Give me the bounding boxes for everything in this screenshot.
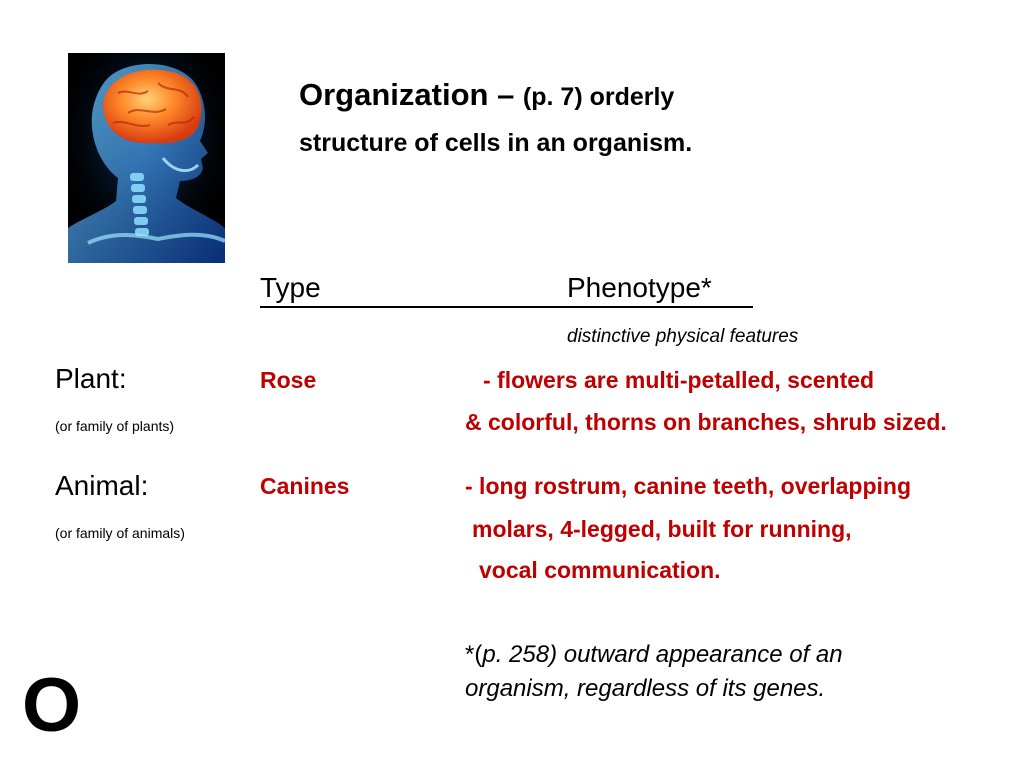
footnote-text-2: organism, regardless of its genes.: [465, 675, 826, 702]
animal-phenotype-line: vocal communication.: [479, 557, 721, 583]
plant-phenotype-line: - flowers are multi-petalled, scented: [483, 367, 875, 393]
title-main: Organization –: [299, 77, 523, 112]
footnote-mark: *(: [465, 641, 483, 668]
column-header-type: Type: [260, 272, 321, 303]
animal-phenotype-line: - long rostrum, canine teeth, overlappin…: [465, 473, 911, 499]
header-underline: [260, 306, 753, 308]
title-line-2: structure of cells in an organism.: [299, 129, 693, 157]
animal-phenotype-line: molars, 4-legged, built for running,: [472, 516, 852, 542]
slide-title: Organization – (p. 7) orderly structure …: [299, 74, 692, 168]
plant-label: Plant:: [55, 363, 127, 394]
column-header-phenotype: Phenotype*: [567, 272, 712, 303]
corner-letter: O: [22, 663, 82, 748]
animal-sublabel: (or family of animals): [55, 525, 185, 541]
phenotype-footnote: *(p. 258) outward appearance of an organ…: [465, 638, 985, 706]
brain-head-xray-image: [68, 53, 225, 263]
animal-label: Animal:: [55, 470, 149, 501]
plant-sublabel: (or family of plants): [55, 418, 175, 434]
phenotype-definition: distinctive physical features: [567, 326, 799, 347]
footnote-text-1: p. 258) outward appearance of an: [482, 641, 843, 668]
plant-phenotype-line: & colorful, thorns on branches, shrub si…: [465, 409, 947, 435]
animal-type-value: Canines: [260, 473, 350, 499]
title-page-ref: (p. 7) orderly: [522, 83, 675, 111]
plant-type-value: Rose: [260, 367, 317, 393]
